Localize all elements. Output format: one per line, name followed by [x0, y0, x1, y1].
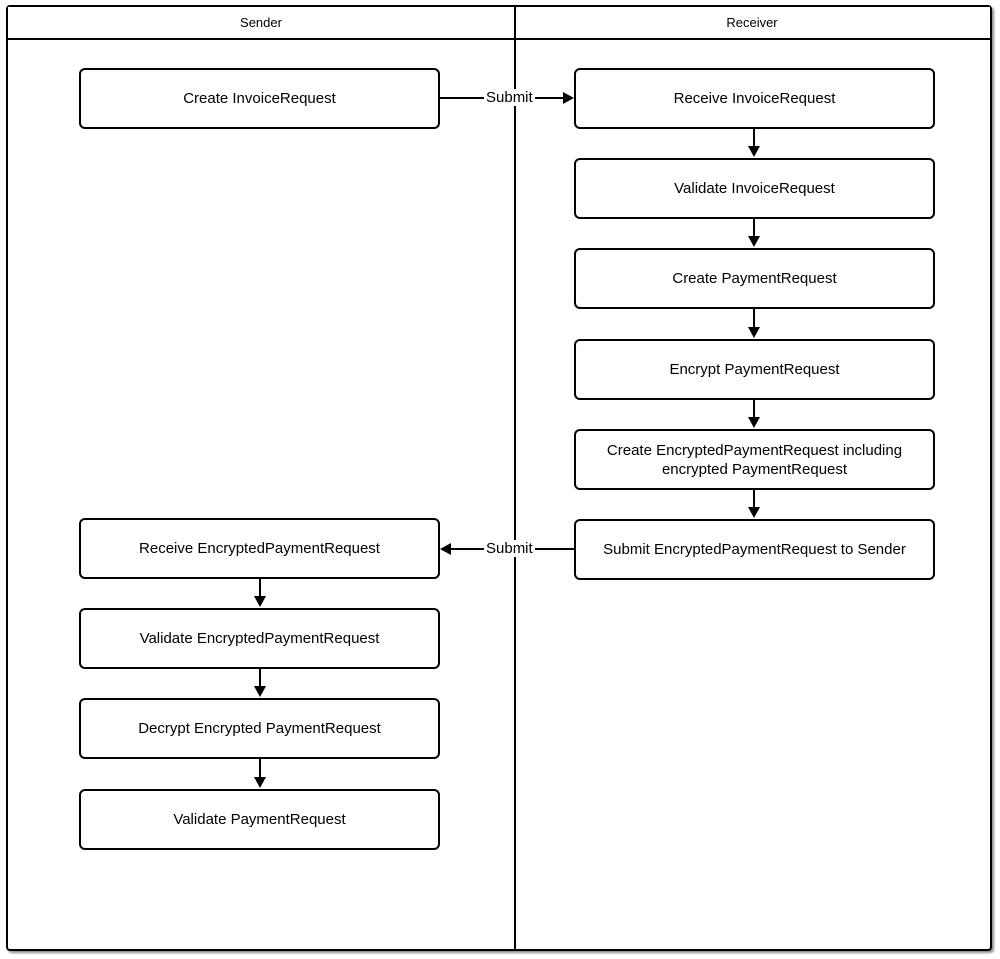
connector-validate-invoicerequest-to-create-paymentrequest-line — [753, 219, 755, 237]
task-label: Create InvoiceRequest — [183, 90, 336, 107]
connector-receive-to-validate-encryptedpaymentrequest-line — [259, 579, 261, 597]
task-validate-encryptedpaymentrequest[interactable]: Validate EncryptedPaymentRequest — [79, 608, 440, 669]
edge-label-submit-to-receiver: Submit — [484, 89, 535, 106]
connector-validate-invoicerequest-to-create-paymentrequest-arrowhead — [748, 236, 760, 247]
lane-divider — [514, 7, 516, 949]
task-encrypt-paymentrequest[interactable]: Encrypt PaymentRequest — [574, 339, 935, 400]
connector-validate-encryptedpaymentrequest-to-decrypt-arrowhead — [254, 686, 266, 697]
task-submit-encryptedpaymentrequest-to-sender[interactable]: Submit EncryptedPaymentRequest to Sender — [574, 519, 935, 580]
task-label: Validate InvoiceRequest — [674, 180, 835, 197]
task-decrypt-encrypted-paymentrequest[interactable]: Decrypt Encrypted PaymentRequest — [79, 698, 440, 759]
edge-label-submit-to-sender: Submit — [484, 540, 535, 557]
task-label: Create EncryptedPaymentRequest including… — [606, 441, 903, 478]
connector-decrypt-to-validate-paymentrequest-line — [259, 759, 261, 778]
task-label: Encrypt PaymentRequest — [669, 361, 840, 378]
connector-receive-to-validate-encryptedpaymentrequest-arrowhead — [254, 596, 266, 607]
task-validate-invoicerequest[interactable]: Validate InvoiceRequest — [574, 158, 935, 219]
task-validate-paymentrequest[interactable]: Validate PaymentRequest — [79, 789, 440, 850]
lane-header-receiver-label: Receiver — [726, 15, 778, 30]
lane-header-sender: Sender — [8, 7, 514, 40]
task-create-encryptedpaymentrequest[interactable]: Create EncryptedPaymentRequest including… — [574, 429, 935, 490]
task-receive-encryptedpaymentrequest[interactable]: Receive EncryptedPaymentRequest — [79, 518, 440, 579]
task-label: Validate EncryptedPaymentRequest — [139, 630, 380, 647]
lane-header-sender-label: Sender — [240, 15, 282, 30]
connector-validate-encryptedpaymentrequest-to-decrypt-line — [259, 669, 261, 687]
task-label: Receive EncryptedPaymentRequest — [139, 540, 380, 557]
connector-create-to-encrypt-paymentrequest-line — [753, 309, 755, 328]
connector-receive-to-validate-invoicerequest-line — [753, 129, 755, 147]
connector-create-encryptedpaymentrequest-to-submit-arrowhead — [748, 507, 760, 518]
task-label: Receive InvoiceRequest — [673, 90, 836, 107]
task-label: Submit EncryptedPaymentRequest to Sender — [603, 541, 906, 558]
task-receive-invoicerequest[interactable]: Receive InvoiceRequest — [574, 68, 935, 129]
connector-encrypt-to-create-encryptedpaymentrequest-arrowhead — [748, 417, 760, 428]
connector-submit-to-sender-arrowhead — [440, 543, 451, 555]
connector-submit-to-receiver-arrowhead — [563, 92, 574, 104]
connector-create-to-encrypt-paymentrequest-arrowhead — [748, 327, 760, 338]
connector-encrypt-to-create-encryptedpaymentrequest-line — [753, 400, 755, 418]
connector-decrypt-to-validate-paymentrequest-arrowhead — [254, 777, 266, 788]
task-create-paymentrequest[interactable]: Create PaymentRequest — [574, 248, 935, 309]
task-label: Decrypt Encrypted PaymentRequest — [138, 720, 381, 737]
task-label: Validate PaymentRequest — [173, 811, 346, 828]
task-label: Create PaymentRequest — [672, 270, 837, 287]
connector-receive-to-validate-invoicerequest-arrowhead — [748, 146, 760, 157]
connector-create-encryptedpaymentrequest-to-submit-line — [753, 490, 755, 508]
lane-header-receiver: Receiver — [514, 7, 990, 40]
task-create-invoicerequest[interactable]: Create InvoiceRequest — [79, 68, 440, 129]
